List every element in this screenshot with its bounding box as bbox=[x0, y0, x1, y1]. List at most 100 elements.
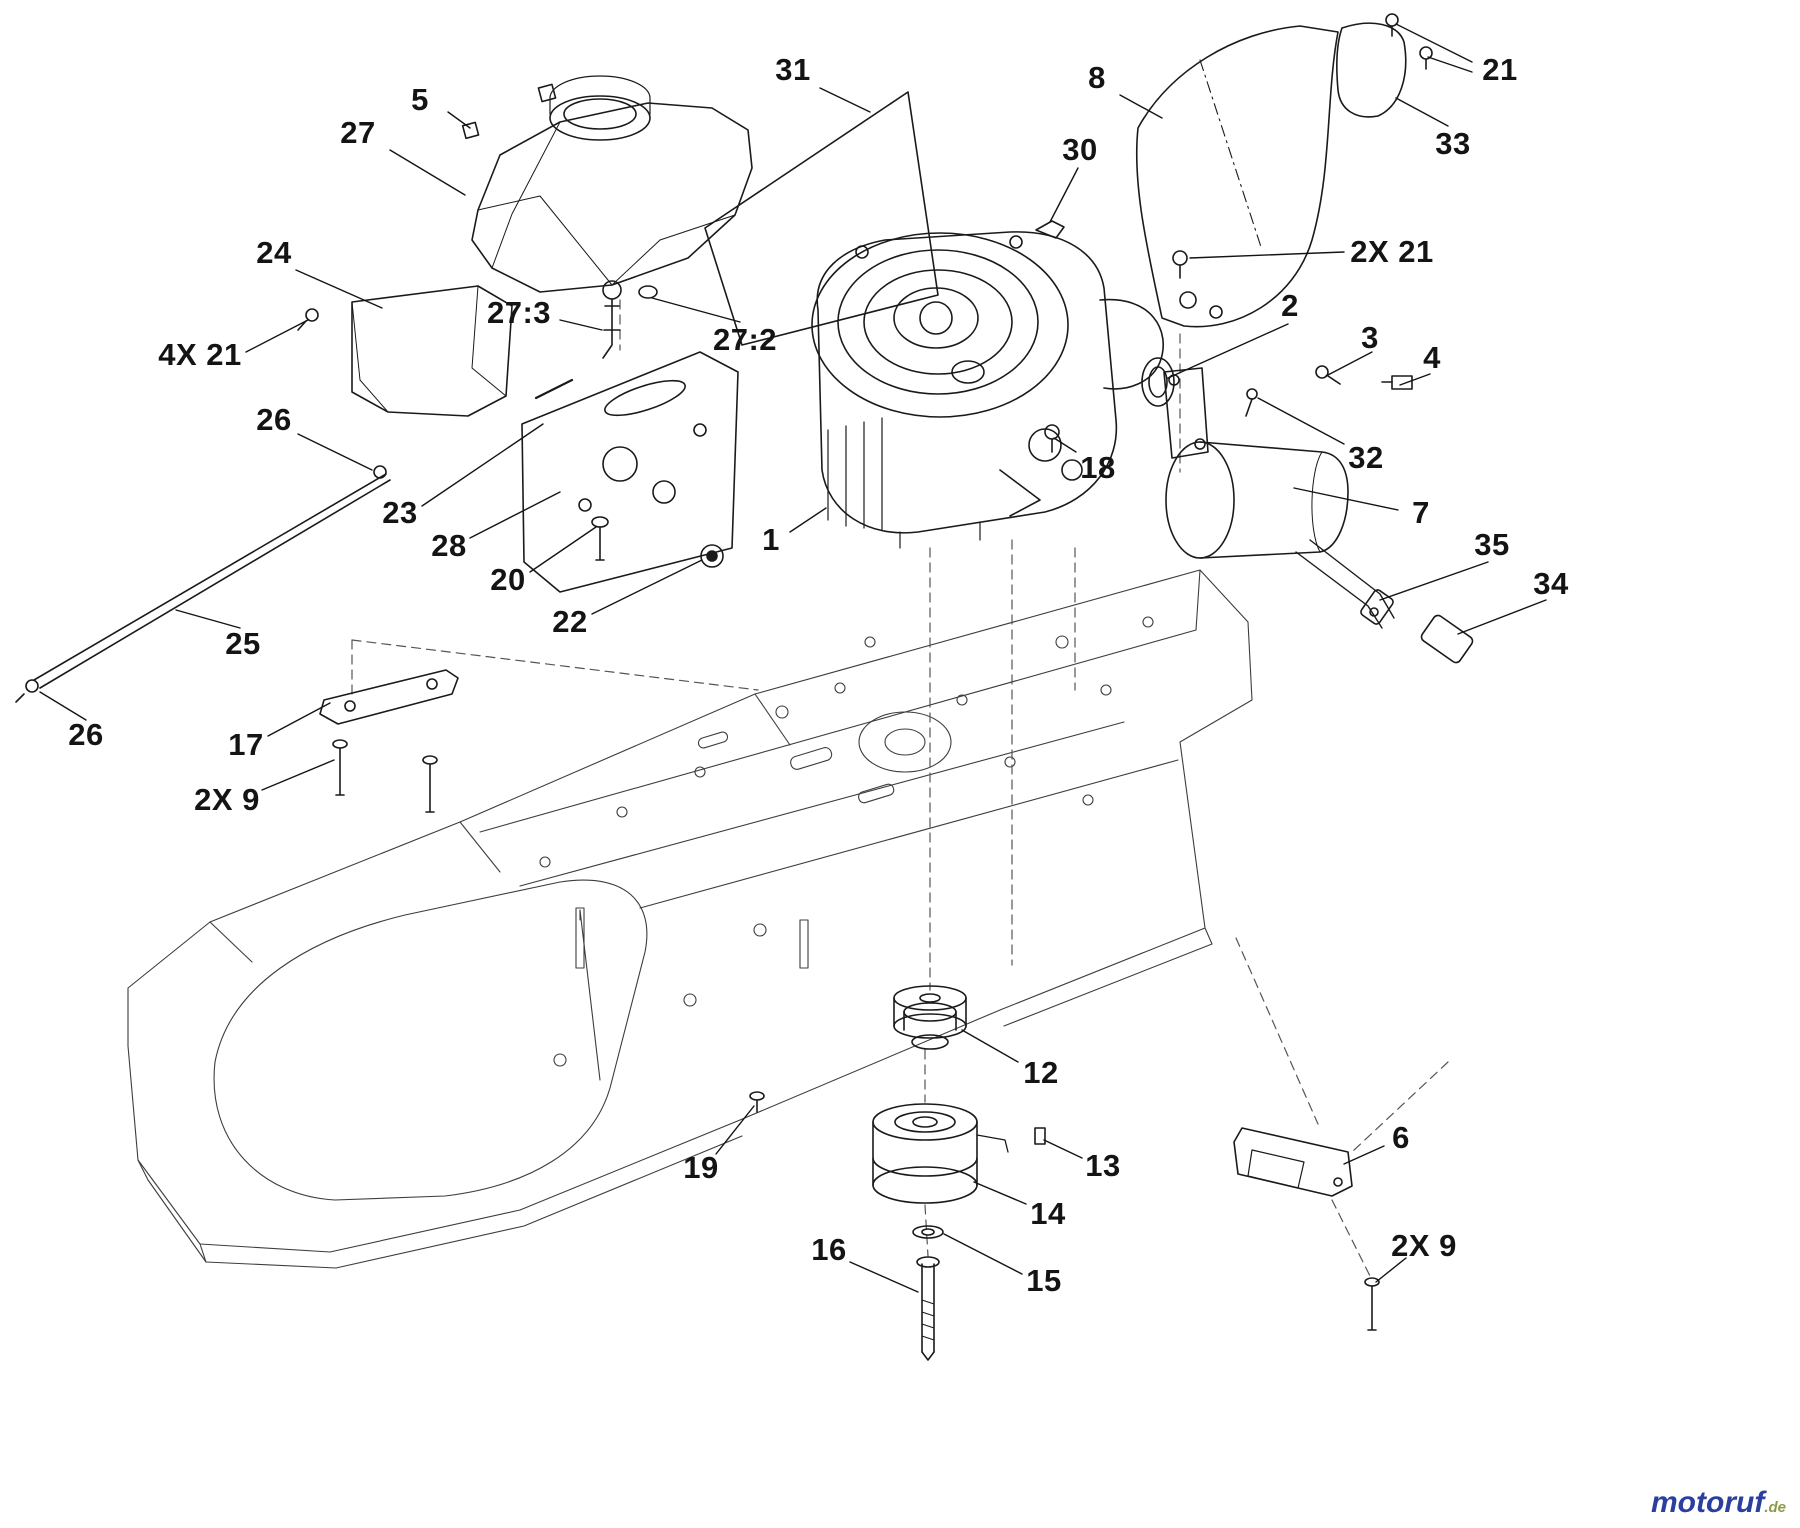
callout-4x-21: 4X 21 bbox=[158, 337, 242, 372]
callout-5: 5 bbox=[411, 82, 429, 117]
leader-line-34 bbox=[1457, 599, 1547, 635]
screw-21-b bbox=[1419, 46, 1433, 70]
callout-28: 28 bbox=[431, 528, 467, 563]
bolt-16 bbox=[916, 1256, 940, 1361]
callout-1: 1 bbox=[762, 522, 780, 557]
leader-line-17 bbox=[267, 702, 331, 737]
pad-5 bbox=[461, 121, 480, 140]
pad-5b bbox=[537, 83, 557, 103]
leader-line-27-3 bbox=[559, 319, 603, 331]
callout-2x-9: 2X 9 bbox=[194, 782, 260, 817]
bolt-20 bbox=[591, 516, 609, 561]
callout-31: 31 bbox=[775, 52, 811, 87]
leader-line-33 bbox=[1395, 97, 1449, 127]
callout-15: 15 bbox=[1026, 1263, 1062, 1298]
leader-line-4x-21 bbox=[245, 319, 309, 353]
callout-18: 18 bbox=[1080, 450, 1116, 485]
bracket-6 bbox=[1233, 1127, 1380, 1331]
callout-35: 35 bbox=[1474, 527, 1510, 562]
callout-22: 22 bbox=[552, 604, 588, 639]
grommet-22 bbox=[700, 544, 724, 568]
leader-line-5 bbox=[447, 111, 471, 129]
fuel-valve bbox=[602, 280, 622, 359]
leader-line-8 bbox=[1119, 94, 1163, 119]
leader-line-13 bbox=[1043, 1139, 1083, 1159]
callout-13: 13 bbox=[1085, 1148, 1121, 1183]
leader-line-21 bbox=[1427, 56, 1473, 73]
watermark-suffix: .de bbox=[1764, 1499, 1786, 1516]
leader-line-6 bbox=[1343, 1145, 1385, 1165]
callout-27-2: 27:2 bbox=[712, 322, 778, 357]
callout-3: 3 bbox=[1361, 320, 1379, 355]
callout-26: 26 bbox=[256, 402, 292, 437]
callout-20: 20 bbox=[490, 562, 526, 597]
callout-4: 4 bbox=[1423, 340, 1441, 375]
leader-line-14 bbox=[973, 1181, 1027, 1205]
bracket-24 bbox=[297, 285, 513, 417]
callout-leader-lines bbox=[39, 23, 1547, 1293]
leader-line-12 bbox=[961, 1029, 1019, 1063]
watermark-brand: motoruf bbox=[1651, 1486, 1765, 1519]
screw-32 bbox=[1245, 388, 1258, 417]
bolt-3 bbox=[1315, 365, 1341, 385]
leader-line-26 bbox=[297, 433, 373, 471]
leader-line-26 bbox=[39, 691, 87, 721]
muffler bbox=[1163, 367, 1474, 664]
leader-line-21 bbox=[1395, 23, 1473, 63]
screw-2x21 bbox=[1172, 250, 1188, 279]
heat-shield bbox=[1135, 25, 1339, 328]
callout-12: 12 bbox=[1023, 1055, 1059, 1090]
control-panel bbox=[521, 351, 739, 593]
leader-line-2x-21 bbox=[1189, 251, 1345, 259]
bolt-18 bbox=[1044, 424, 1060, 453]
leader-line-24 bbox=[295, 269, 383, 309]
ferrule-26-bottom bbox=[25, 679, 39, 693]
bracket-17 bbox=[319, 669, 459, 813]
callout-2x-9: 2X 9 bbox=[1391, 1228, 1457, 1263]
bolt-9-right bbox=[1364, 1277, 1380, 1331]
screw-21-a bbox=[1385, 13, 1399, 37]
bolt-9-left-b bbox=[422, 755, 438, 813]
clamp-35 bbox=[1360, 589, 1394, 625]
callout-25: 25 bbox=[225, 626, 261, 661]
leader-line-35 bbox=[1379, 561, 1489, 601]
leader-line-18 bbox=[1053, 437, 1077, 453]
leader-line-2x-9 bbox=[261, 759, 335, 791]
gasket-2 bbox=[1141, 357, 1175, 407]
leader-line-25 bbox=[175, 609, 241, 629]
engine bbox=[811, 231, 1164, 549]
callout-30: 30 bbox=[1062, 132, 1098, 167]
leader-line-27 bbox=[389, 149, 466, 196]
leader-line-1 bbox=[789, 507, 827, 533]
pulley-12 bbox=[893, 985, 967, 1050]
leader-line-20 bbox=[529, 526, 597, 573]
leader-line-4 bbox=[1399, 373, 1431, 386]
leader-line-19 bbox=[715, 1105, 755, 1155]
leader-line-30 bbox=[1049, 167, 1079, 223]
leader-line-23 bbox=[421, 423, 544, 507]
callout-14: 14 bbox=[1030, 1196, 1066, 1231]
callout-6: 6 bbox=[1392, 1120, 1410, 1155]
chassis-frame bbox=[127, 569, 1253, 1269]
callout-23: 23 bbox=[382, 495, 418, 530]
callout-27: 27 bbox=[340, 115, 376, 150]
bolt-19 bbox=[749, 1091, 765, 1113]
callout-8: 8 bbox=[1088, 60, 1106, 95]
callout-17: 17 bbox=[228, 727, 264, 762]
ferrule-26-top bbox=[373, 465, 387, 479]
alignment-dashed-lines bbox=[351, 299, 1449, 1277]
leader-line-32 bbox=[1257, 397, 1345, 445]
leader-line-2x-9 bbox=[1375, 1257, 1407, 1283]
backing-panel bbox=[704, 91, 939, 346]
pipe-tip-34 bbox=[1420, 614, 1474, 664]
control-rod bbox=[15, 465, 391, 703]
callout-34: 34 bbox=[1533, 566, 1569, 601]
leader-line-3 bbox=[1325, 351, 1373, 377]
leader-line-31 bbox=[819, 87, 871, 113]
bolt-4 bbox=[1381, 375, 1413, 390]
callout-27-3: 27:3 bbox=[486, 295, 552, 330]
callout-26: 26 bbox=[68, 717, 104, 752]
bracket-33 bbox=[1336, 13, 1433, 118]
